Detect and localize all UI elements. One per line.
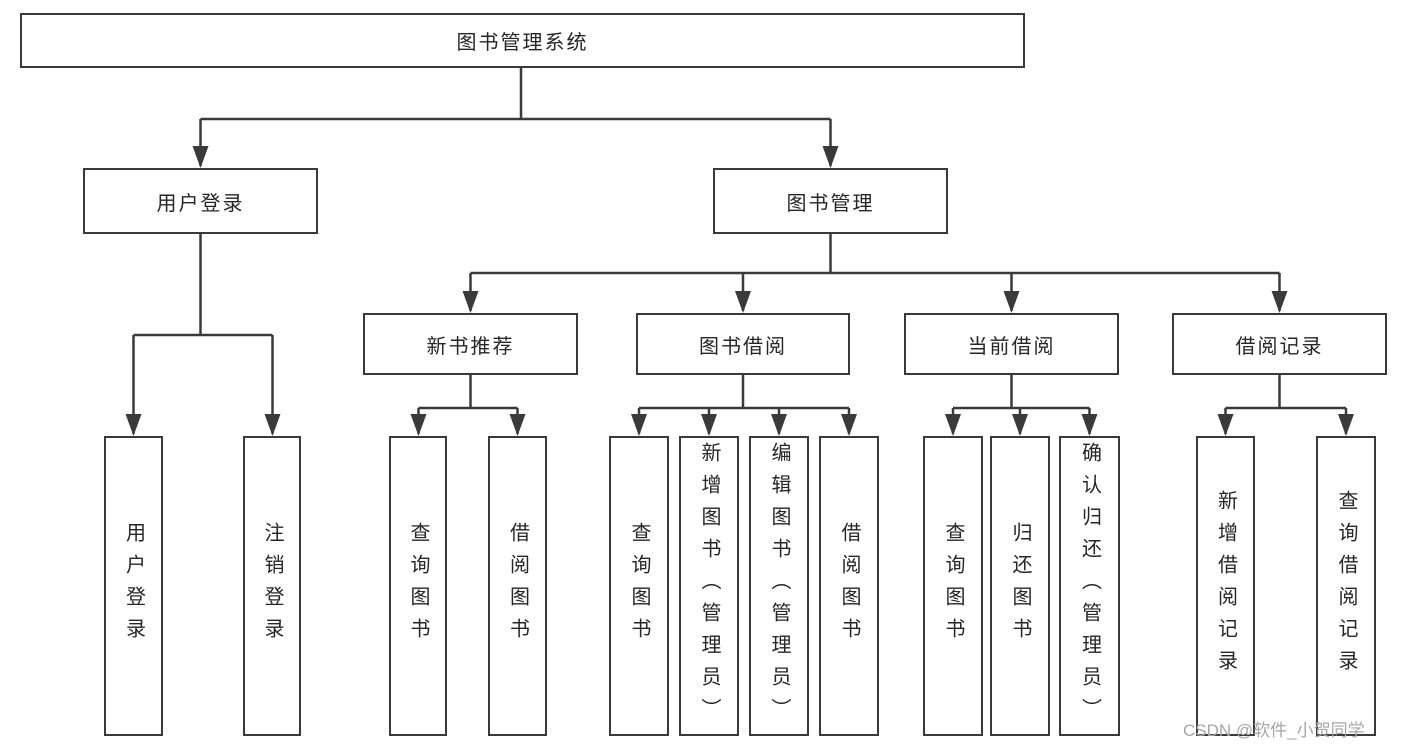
node-book-borrow: 图书借阅	[636, 313, 850, 375]
node-user-login-label: 用户登录	[156, 192, 245, 215]
node-root-label: 图书管理系统	[456, 32, 589, 54]
arrowheads	[125, 146, 1354, 436]
node-book-management: 图书管理	[713, 168, 948, 234]
node-current-borrow-label: 当前借阅	[967, 335, 1056, 358]
node-leaf-edit-books-admin: 编辑图书（管理员）	[749, 436, 809, 736]
node-root: 图书管理系统	[20, 13, 1025, 68]
connector-book-management	[469, 234, 1281, 311]
node-leaf-borrow-books-1: 借阅图书	[488, 436, 547, 736]
node-book-management-label: 图书管理	[786, 192, 875, 215]
node-leaf-query-books-1: 查询图书	[389, 436, 447, 736]
connector-borrow-records	[1224, 375, 1348, 434]
node-leaf-return-books: 归还图书	[990, 436, 1050, 736]
node-leaf-query-books-2: 查询图书	[609, 436, 669, 736]
node-book-borrow-label: 图书借阅	[699, 335, 787, 358]
node-leaf-add-borrow-record: 新增借阅记录	[1196, 436, 1255, 736]
node-current-borrow: 当前借阅	[904, 313, 1119, 375]
node-leaf-query-borrow-record: 查询借阅记录	[1316, 436, 1376, 736]
node-user-login: 用户登录	[83, 168, 318, 234]
node-leaf-borrow-books-2: 借阅图书	[819, 436, 879, 736]
connector-new-book	[417, 375, 519, 434]
watermark-text: CSDN @软件_小贺同学	[1183, 721, 1365, 740]
node-leaf-query-books-3: 查询图书	[923, 436, 983, 736]
connector-user-login	[132, 234, 274, 434]
node-borrow-records-label: 借阅记录	[1235, 335, 1324, 358]
node-new-book-recommend: 新书推荐	[363, 313, 578, 375]
node-leaf-user-login: 用户登录	[104, 436, 163, 736]
node-new-book-recommend-label: 新书推荐	[426, 335, 515, 358]
connector-root	[199, 68, 832, 166]
node-leaf-logout: 注销登录	[243, 436, 301, 736]
node-borrow-records: 借阅记录	[1172, 313, 1387, 375]
node-leaf-add-books-admin: 新增图书（管理员）	[679, 436, 739, 736]
node-leaf-confirm-return-admin: 确认归还（管理员）	[1059, 436, 1120, 736]
connector-book-borrow	[637, 375, 851, 434]
